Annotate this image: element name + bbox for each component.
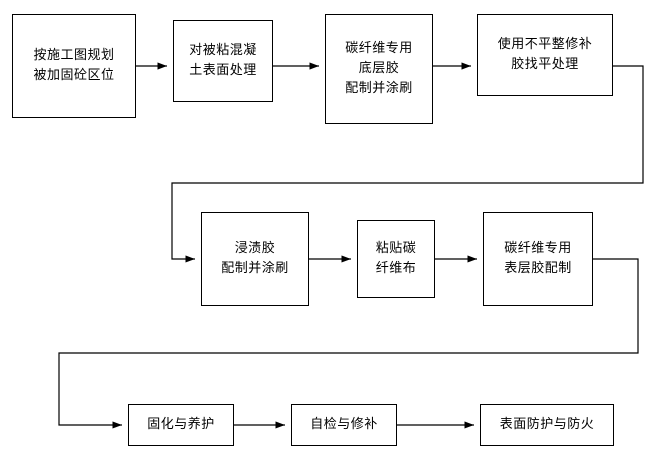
node-line: 胶找平处理 [511,57,579,72]
node-line: 碳纤维专用 [345,40,413,56]
edge-n4-n5 [171,65,644,263]
node-line: 固化与养护 [147,416,215,432]
node-paste-carbon-fiber-cloth[interactable]: 粘贴碳 纤维布 [357,220,435,298]
node-line: 按施工图规划 [33,47,115,63]
node-line: 土表面处理 [189,63,257,78]
node-surface-treatment[interactable]: 对被粘混凝 土表面处理 [173,20,273,102]
node-leveling-repair[interactable]: 使用不平整修补 胶找平处理 [477,14,613,96]
node-line: 自检与修补 [310,416,378,432]
node-line: 配制并涂刷 [345,81,413,97]
node-line: 粘贴碳 [375,240,417,256]
node-line: 表层胶配制 [504,261,572,276]
node-line: 纤维布 [375,261,417,276]
node-impregnating-adhesive[interactable]: 浸渍胶 配制并涂刷 [201,212,309,306]
node-line: 对被粘混凝 [189,42,257,58]
node-primer-coat[interactable]: 碳纤维专用 底层胶 配制并涂刷 [325,14,433,124]
node-topcoat-adhesive[interactable]: 碳纤维专用 表层胶配制 [483,212,593,306]
node-line: 表面防护与防火 [499,416,595,432]
node-line: 底层胶 [358,60,400,76]
node-curing-maintenance[interactable]: 固化与养护 [128,404,234,446]
node-line: 使用不平整修补 [497,36,593,52]
node-line: 浸渍胶 [234,240,276,256]
node-line: 被加固砼区位 [33,68,115,83]
node-self-inspection-repair[interactable]: 自检与修补 [291,404,397,446]
edge-n7-stub [593,258,639,306]
node-plan-area[interactable]: 按施工图规划 被加固砼区位 [12,14,136,118]
edge-n7-n8 [58,306,639,429]
node-line: 配制并涂刷 [221,261,289,276]
node-line: 碳纤维专用 [504,240,572,256]
node-surface-protection-fireproofing[interactable]: 表面防护与防火 [480,404,614,446]
